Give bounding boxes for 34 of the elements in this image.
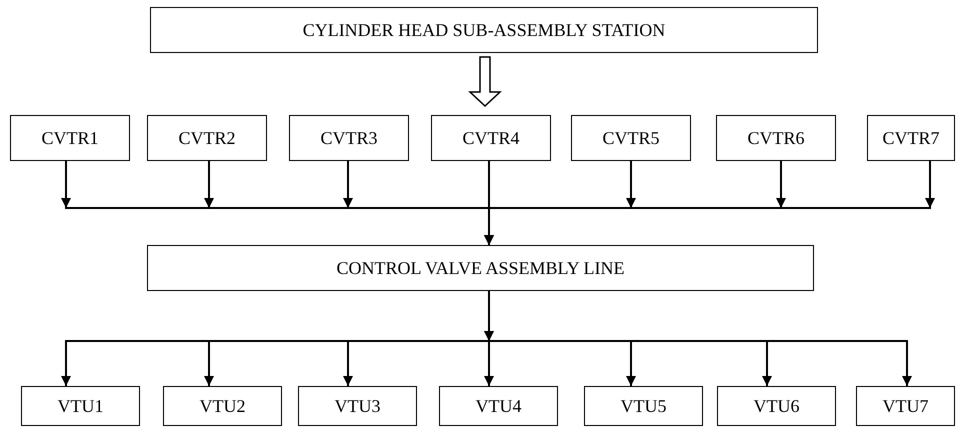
process-box <box>439 386 558 426</box>
box-label: CVTR6 <box>747 126 804 150</box>
process-box <box>150 7 818 53</box>
box-label: CONTROL VALVE ASSEMBLY LINE <box>336 256 625 280</box>
connector-arrow <box>484 161 931 245</box>
box-label: CVTR2 <box>178 126 236 150</box>
process-box <box>147 245 814 291</box>
box-label: CVTR7 <box>882 126 940 150</box>
process-box <box>21 386 140 426</box>
box-label: VTU7 <box>882 394 928 418</box>
box-label: VTU1 <box>58 394 104 418</box>
process-box <box>298 386 417 426</box>
process-box <box>431 115 551 161</box>
hollow-block-arrow <box>468 56 502 108</box>
box-label: VTU2 <box>200 394 246 418</box>
box-label: VTU5 <box>620 394 666 418</box>
box-label: CVTR1 <box>41 126 98 150</box>
process-box <box>10 115 130 161</box>
process-box <box>717 386 836 426</box>
box-label: CVTR5 <box>602 126 660 150</box>
process-box <box>163 386 282 426</box>
process-box <box>867 115 955 161</box>
box-label: CVTR3 <box>320 126 378 150</box>
process-box <box>856 386 955 426</box>
process-box <box>289 115 409 161</box>
process-box <box>147 115 267 161</box>
box-label: VTU3 <box>334 394 380 418</box>
process-box <box>716 115 836 161</box>
box-label: CVTR4 <box>462 126 520 150</box>
process-box <box>584 386 703 426</box>
box-label: VTU6 <box>754 394 800 418</box>
box-label: VTU4 <box>476 394 522 418</box>
box-label: CYLINDER HEAD SUB-ASSEMBLY STATION <box>302 18 666 42</box>
process-box <box>571 115 691 161</box>
